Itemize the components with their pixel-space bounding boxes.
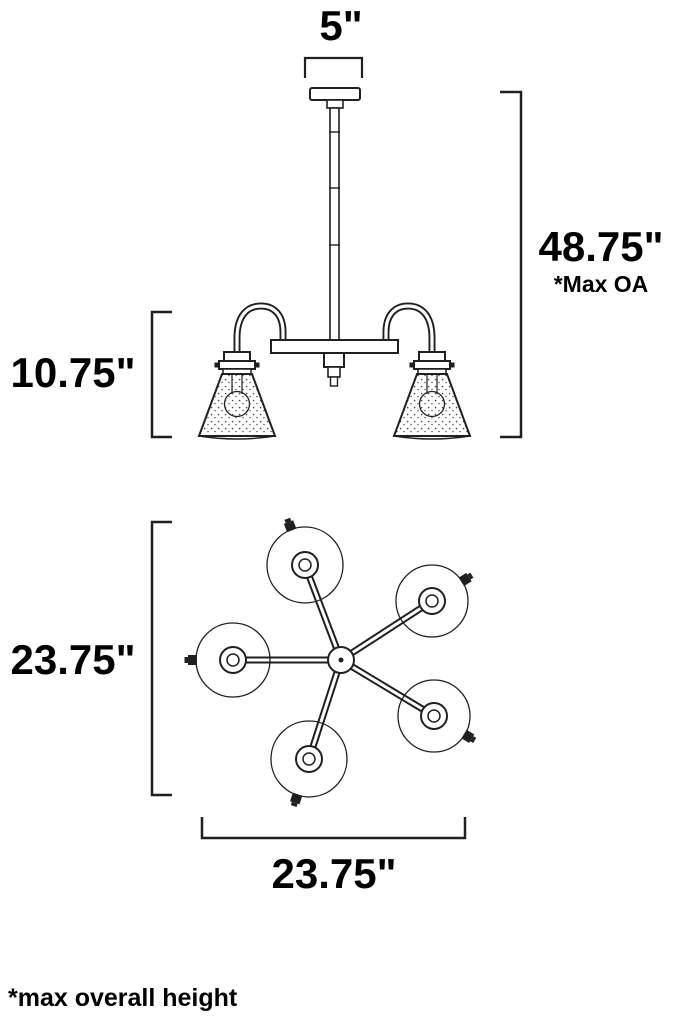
plan-height-bracket [150, 520, 172, 797]
shade-socket-center [427, 709, 441, 723]
plug-tip [290, 801, 298, 808]
socket-nub [254, 362, 260, 368]
finial [329, 376, 339, 387]
body-height-label: 10.75" [10, 349, 135, 396]
shade-plug [290, 792, 303, 808]
right-arm-highlight [384, 304, 434, 358]
socket-cap [223, 351, 251, 362]
stem-rod [329, 107, 340, 341]
max-oa-note: *Max OA [554, 271, 649, 297]
canopy-plate [309, 87, 361, 101]
left-shade-side [197, 351, 277, 440]
plan-width-label: 23.75" [271, 850, 396, 897]
plug-body [290, 792, 303, 805]
shade-rim [198, 435, 276, 440]
plug-tip [184, 657, 188, 663]
canopy-width-bracket [303, 56, 364, 78]
overall-height-label: 48.75" [538, 223, 663, 270]
plan-shade-bottom [270, 720, 348, 808]
plug-tip [467, 572, 474, 580]
plan-shade-lower-right [397, 679, 477, 753]
plug-body [461, 729, 475, 743]
footnote: *max overall height [8, 984, 238, 1012]
downrod-stem [329, 107, 340, 341]
center-body [270, 339, 399, 387]
seeded-glass-texture [394, 374, 470, 436]
center-neck [327, 366, 341, 378]
shade-plug [458, 572, 474, 587]
shade-plug [283, 517, 297, 533]
left-arm-highlight [235, 304, 285, 358]
plan-hub [327, 646, 355, 674]
plan-shade-upper-right [395, 564, 474, 638]
overall-height-bracket [500, 90, 523, 439]
socket-nub [214, 362, 220, 368]
plug-body [188, 655, 197, 665]
plug-tip [284, 517, 292, 524]
canopy-width-label: 5" [319, 2, 362, 49]
socket-ring [218, 360, 256, 370]
socket-cap [418, 351, 446, 362]
plan-shade-top [266, 517, 344, 604]
socket-nub [449, 362, 455, 368]
plan-width-bracket [200, 817, 467, 840]
canopy [309, 87, 361, 109]
plan-arm-highlight [340, 599, 433, 662]
shade-outer-rim [395, 564, 469, 638]
shade-outer-rim [266, 526, 344, 604]
shade-plug [184, 655, 197, 665]
shade-socket-center [298, 558, 312, 572]
shade-socket-center [425, 594, 439, 608]
shade-socket-center [302, 752, 316, 766]
plan-shade-left [184, 622, 271, 698]
hub-center-dot [338, 657, 344, 663]
seeded-glass-texture [199, 374, 275, 436]
socket-ring [413, 360, 451, 370]
cross-bar [270, 339, 399, 354]
plug-body [458, 572, 472, 587]
shade-socket-center [226, 653, 240, 667]
plan-arm-highlight [340, 658, 435, 718]
plan-arms [233, 563, 436, 761]
body-height-bracket [150, 310, 172, 439]
socket-nub [409, 362, 415, 368]
plan-view: 23.75" 23.75" [10, 517, 477, 897]
fixture-arms [233, 302, 436, 358]
canopy-collar [326, 99, 344, 109]
shade-outer-rim [270, 720, 348, 798]
shade-rim [393, 435, 471, 440]
plan-arm-highlight [307, 659, 343, 760]
center-hub [323, 352, 345, 368]
side-elevation-view: 5" [10, 2, 664, 440]
shade-outer-rim [397, 679, 471, 753]
shade-plug [461, 729, 477, 744]
plan-height-label: 23.75" [10, 636, 135, 683]
plan-arm-highlight [303, 564, 343, 661]
right-shade-side [392, 351, 472, 440]
plug-body [283, 520, 297, 533]
plug-tip [470, 736, 477, 744]
